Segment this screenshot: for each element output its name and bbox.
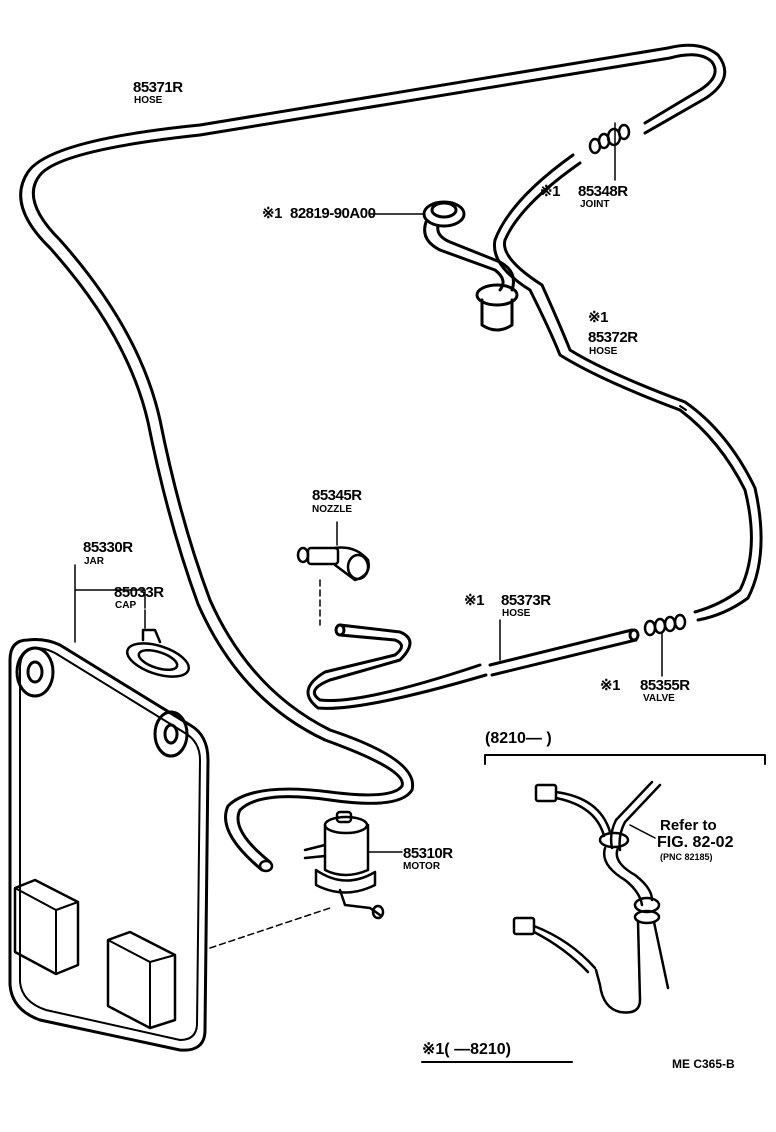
- part-marker: ※1: [262, 205, 282, 222]
- jar-85330r: [8, 564, 331, 1052]
- part-number-85330r: 85330R: [83, 539, 133, 556]
- part-number-82819-90a00: 82819-90A00: [290, 205, 376, 222]
- part-name-hose: HOSE: [134, 95, 163, 106]
- part-number-85373r: 85373R: [501, 592, 551, 609]
- part-name-motor: MOTOR: [403, 861, 441, 872]
- part-number-85033r: 85033R: [114, 584, 164, 601]
- nozzle-82819: [369, 200, 519, 332]
- motor-85310r: [303, 810, 403, 920]
- hose-85371r: [19, 43, 727, 873]
- cap-85033r: [126, 609, 190, 678]
- part-number-85348r: 85348R: [578, 183, 628, 200]
- part-name-joint: JOINT: [580, 199, 610, 210]
- figure-code: ME C365-B: [672, 1057, 735, 1071]
- part-marker: ※1: [600, 677, 620, 694]
- nozzle-85345r: [296, 521, 370, 626]
- part-name-cap: CAP: [115, 600, 137, 611]
- joint-85348r: [588, 122, 631, 181]
- part-number-85310r: 85310R: [403, 845, 453, 862]
- hose-85373r: [306, 619, 640, 710]
- hose-85372r: [492, 153, 763, 622]
- valve-85355r: [643, 613, 687, 677]
- reference-figure: FIG. 82-02: [657, 834, 734, 851]
- part-number-85371r: 85371R: [133, 79, 183, 96]
- part-name-valve: VALVE: [643, 693, 675, 704]
- footnote-marker-range: ※1( —8210): [422, 1041, 511, 1058]
- reference-line1: Refer to: [660, 817, 717, 834]
- inset-range-label: (8210— ): [485, 730, 552, 747]
- part-number-85355r: 85355R: [640, 677, 690, 694]
- part-number-85372r: 85372R: [588, 329, 638, 346]
- part-name-jar: JAR: [84, 556, 105, 567]
- reference-pnc: (PNC 82185): [660, 852, 713, 862]
- inset-hose-harness: [512, 780, 670, 1014]
- part-marker: ※1: [464, 592, 484, 609]
- part-name-hose: HOSE: [589, 346, 618, 357]
- part-name-nozzle: NOZZLE: [312, 504, 352, 515]
- inset-bracket: [484, 754, 766, 765]
- part-name-hose: HOSE: [502, 608, 531, 619]
- part-number-85345r: 85345R: [312, 487, 362, 504]
- part-marker: ※1: [540, 183, 560, 200]
- part-marker: ※1: [588, 309, 608, 326]
